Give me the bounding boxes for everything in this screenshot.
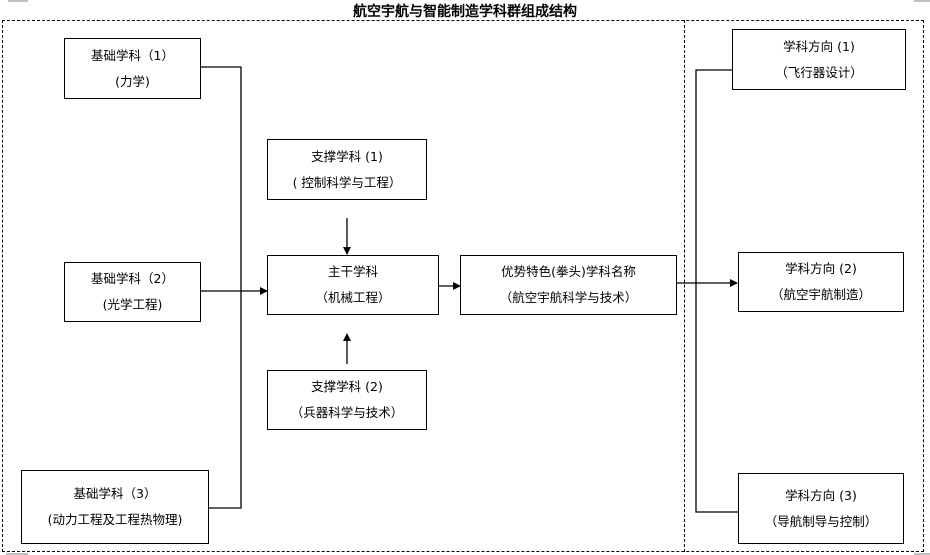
main-subject-field: （机械工程） xyxy=(315,290,391,305)
corner-mark-bottom-right xyxy=(914,553,930,555)
corner-mark-bottom-left xyxy=(6,553,28,555)
direction-1-box: 学科方向 (1) （飞行器设计） xyxy=(732,29,906,90)
connector-directions xyxy=(695,69,738,513)
support-subject-1-field: ( 控制科学与工程） xyxy=(292,174,402,190)
main-subject-box: 主干学科 （机械工程） xyxy=(267,255,439,315)
main-subject-name: 主干学科 xyxy=(327,264,378,279)
support-subject-2-name: 支撑学科 (2) xyxy=(311,379,383,394)
flagship-subject-field: （航空宇航科学与技术） xyxy=(499,290,638,305)
direction-3-name: 学科方向 (3) xyxy=(785,487,857,503)
basic-subject-1-box: 基础学科（1） (力学) xyxy=(64,38,201,99)
support-subject-1-name: 支撑学科 (1) xyxy=(311,148,383,164)
basic-subject-2-name: 基础学科（2） xyxy=(91,271,174,286)
basic-subject-1-field: (力学) xyxy=(115,73,150,89)
direction-3-field: （导航制导与控制） xyxy=(764,513,878,529)
diagram-title: 航空宇航与智能制造学科群组成结构 xyxy=(353,4,577,20)
direction-2-name: 学科方向 (2) xyxy=(785,261,857,276)
basic-subject-2-box: 基础学科（2） (光学工程) xyxy=(64,262,201,322)
support-subject-1-box: 支撑学科 (1) ( 控制科学与工程） xyxy=(267,139,427,200)
basic-subject-2-field: (光学工程) xyxy=(102,297,163,312)
flagship-subject-box: 优势特色(拳头)学科名称 （航空宇航科学与技术） xyxy=(460,255,677,315)
section-divider xyxy=(684,20,685,552)
direction-2-box: 学科方向 (2) （航空宇航制造） xyxy=(738,252,904,312)
corner-mark-top-left xyxy=(8,0,28,2)
support-subject-2-box: 支撑学科 (2) （兵器科学与技术） xyxy=(267,370,427,430)
direction-1-name: 学科方向 (1) xyxy=(783,38,855,54)
basic-subject-3-name: 基础学科（3） xyxy=(73,486,157,501)
basic-subject-3-box: 基础学科（3） (动力工程及工程热物理) xyxy=(21,470,209,544)
support-subject-2-field: （兵器科学与技术） xyxy=(290,405,404,420)
flagship-subject-name: 优势特色(拳头)学科名称 xyxy=(501,264,636,279)
direction-1-field: （飞行器设计） xyxy=(775,64,863,80)
corner-mark-top-right xyxy=(914,0,930,2)
connector-basic-1 xyxy=(200,66,242,509)
basic-subject-3-field: (动力工程及工程热物理) xyxy=(47,512,183,527)
direction-2-field: （航空宇航制造） xyxy=(770,287,871,302)
basic-subject-1-name: 基础学科（1） xyxy=(91,47,174,63)
outer-dashed-frame xyxy=(2,20,924,552)
direction-3-box: 学科方向 (3) （导航制导与控制） xyxy=(738,473,904,544)
